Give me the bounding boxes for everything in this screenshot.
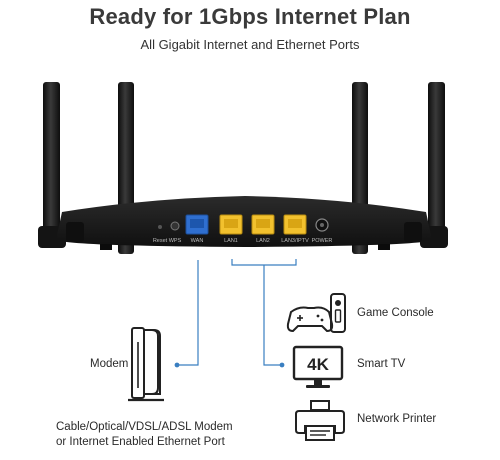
smart-tv-icon: 4K [292,345,344,388]
game-console-label: Game Console [357,307,434,319]
game-console-icon [286,293,346,333]
wps-label: WPS [169,238,182,244]
lan-connector-line [263,265,282,366]
connection-lines [174,259,297,368]
lan1-port [219,214,243,235]
wan-port [185,214,209,235]
page-title: Ready for 1Gbps Internet Plan [89,4,411,29]
lan-bracket [231,259,297,266]
router-body [56,196,432,250]
lan2-port [251,214,275,235]
network-printer-label: Network Printer [357,413,437,425]
lan2-label: LAN2 [256,238,270,244]
modem-label: Modem [90,358,129,370]
reset-label: Reset [153,238,168,244]
modem-icon [128,327,164,402]
printer-icon [295,400,345,441]
power-label: POWER [312,238,333,244]
power-jack [315,218,329,232]
lan3-iptv-label: LAN3/IPTV [281,238,309,244]
reset-pinhole [158,225,162,229]
modem-caption-line2: or Internet Enabled Ethernet Port [56,436,225,448]
page-subtitle: All Gigabit Internet and Ethernet Ports [140,37,360,52]
modem-connector-dot [174,362,180,368]
wan-label: WAN [191,238,204,244]
modem-caption-line1: Cable/Optical/VDSL/ADSL Modem [56,421,233,433]
wps-button [170,221,180,231]
lan1-label: LAN1 [224,238,238,244]
smart-tv-label: Smart TV [357,358,406,370]
tv-4k-badge: 4K [307,355,329,374]
lan3-iptv-port [283,214,307,235]
wan-connector-line [177,260,199,366]
lan-connector-dot [279,362,285,368]
